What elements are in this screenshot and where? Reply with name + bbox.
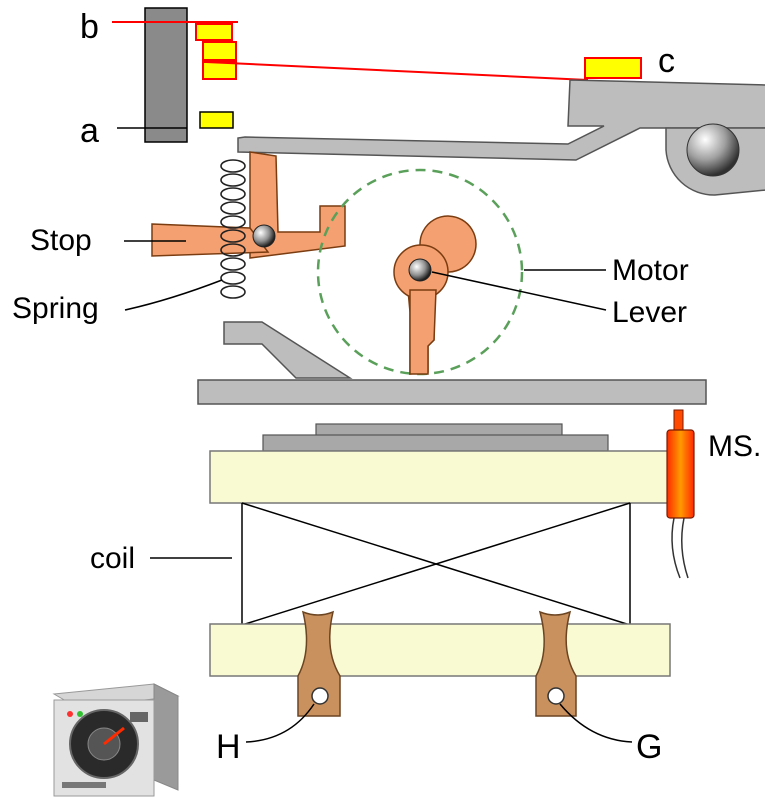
timer-relay-photo xyxy=(52,683,180,797)
contact-b-upper xyxy=(195,23,233,41)
label-b: b xyxy=(80,8,99,46)
coil-flange-top xyxy=(209,450,671,504)
label-a: a xyxy=(80,112,99,150)
pole-plate xyxy=(262,434,609,452)
label-h: H xyxy=(216,728,241,766)
label-lever: Lever xyxy=(612,296,687,329)
stop-pivot-ball xyxy=(252,224,276,248)
contact-b-middle xyxy=(202,41,237,61)
pole-plate-top xyxy=(315,423,563,437)
terminal-g xyxy=(535,610,577,717)
lower-bracket xyxy=(223,321,353,379)
motor-shaft-ball xyxy=(408,258,432,282)
label-spring: Spring xyxy=(12,292,99,325)
roller-ball xyxy=(686,123,740,177)
label-ms: MS. xyxy=(708,430,761,463)
line-to-c xyxy=(205,61,589,81)
leader-lines xyxy=(124,240,633,743)
microswitch xyxy=(666,429,695,519)
terminal-h-hole xyxy=(311,687,329,705)
label-g: G xyxy=(636,728,662,766)
coil-body xyxy=(241,502,631,626)
label-c: c xyxy=(658,42,675,80)
label-stop: Stop xyxy=(30,224,92,257)
armature-plate xyxy=(197,379,707,405)
microswitch-wires xyxy=(671,517,689,579)
contact-a xyxy=(199,111,234,129)
contact-b-lower xyxy=(202,61,237,80)
stop-wedge xyxy=(151,223,270,257)
moving-arm xyxy=(237,79,765,161)
terminal-g-hole xyxy=(547,687,565,705)
label-coil: coil xyxy=(90,542,135,575)
contact-post xyxy=(144,7,188,143)
spring xyxy=(220,159,246,299)
terminal-h xyxy=(297,610,341,717)
coil-flange-bottom xyxy=(209,623,671,677)
contact-c xyxy=(584,57,642,79)
label-motor: Motor xyxy=(612,254,689,287)
microswitch-tip xyxy=(673,409,684,431)
motor-lever-shaft xyxy=(409,289,437,375)
